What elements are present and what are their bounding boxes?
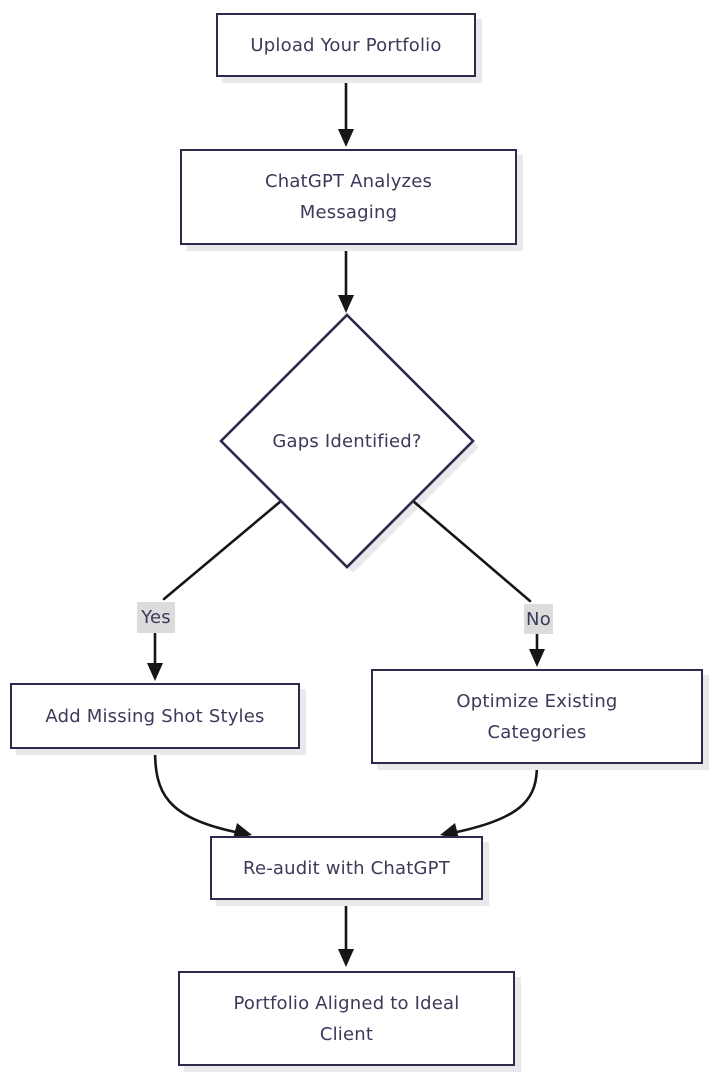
arrowhead-aligned bbox=[338, 949, 354, 967]
arrowhead-reaudit-left bbox=[233, 823, 252, 839]
decision-diamond bbox=[219, 313, 475, 569]
node-portfolio-aligned: Portfolio Aligned to Ideal Client bbox=[178, 971, 515, 1066]
edge-label-no: No bbox=[524, 604, 553, 634]
node-add-missing-shot-styles: Add Missing Shot Styles bbox=[10, 683, 300, 749]
arrowhead-add-missing bbox=[147, 663, 163, 681]
edge-add-missing-reaudit bbox=[153, 747, 242, 835]
node-optimize-existing-categories: Optimize Existing Categories bbox=[371, 669, 703, 764]
arrowhead-reaudit-right bbox=[440, 823, 459, 839]
arrowhead-decision bbox=[338, 295, 354, 313]
arrowhead-analyze bbox=[338, 129, 354, 147]
node-reaudit-with-chatgpt: Re-audit with ChatGPT bbox=[210, 836, 483, 900]
node-gaps-identified-label: Gaps Identified? bbox=[272, 430, 422, 452]
edge-decision-yes bbox=[162, 499, 283, 601]
edge-optimize-reaudit bbox=[450, 762, 539, 835]
node-upload-portfolio: Upload Your Portfolio bbox=[216, 13, 476, 77]
edge-label-yes: Yes bbox=[137, 602, 175, 633]
node-chatgpt-analyzes: ChatGPT Analyzes Messaging bbox=[180, 149, 517, 245]
edge-decision-no bbox=[411, 499, 532, 603]
arrowhead-optimize bbox=[529, 649, 545, 667]
